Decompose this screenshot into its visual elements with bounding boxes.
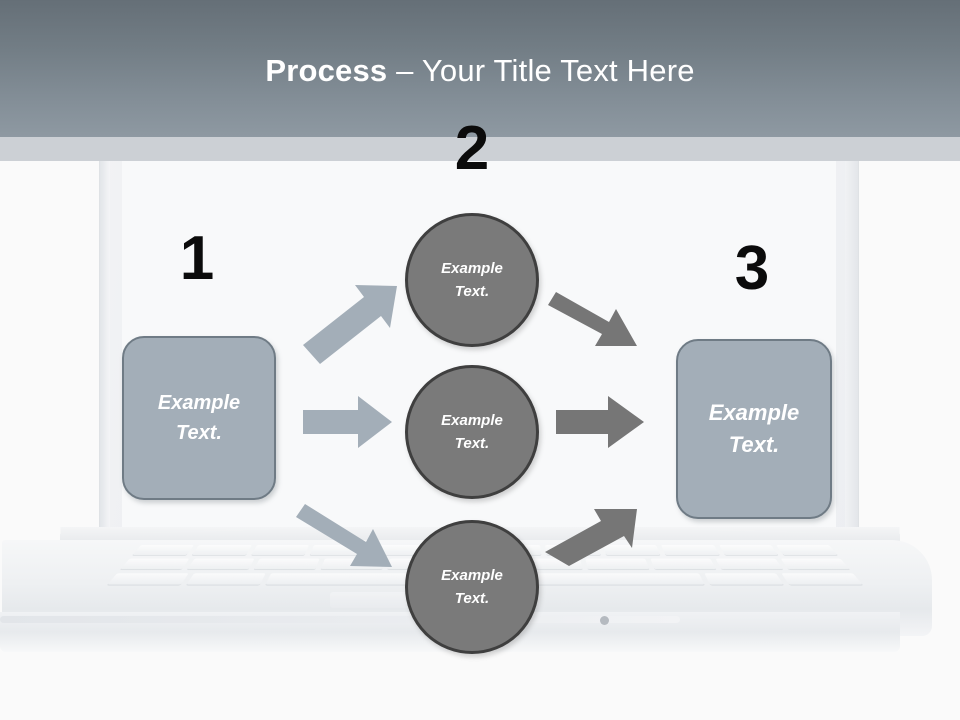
circle-middle-line2: Text. [454, 435, 490, 452]
end-box-line1: Example [708, 400, 800, 425]
laptop-lid-left-edge [100, 128, 110, 543]
start-box[interactable]: Example Text. [122, 336, 276, 500]
arrow-start-to-middle-icon [303, 396, 392, 448]
circle-bottom-line1: Example [441, 567, 503, 584]
header-band [0, 0, 960, 137]
arrow-middle-to-end-icon [556, 396, 644, 448]
arrow-bottom-to-end-icon [545, 509, 637, 566]
end-box-line2: Text. [728, 432, 780, 457]
end-box[interactable]: Example Text. [676, 339, 832, 519]
step-number-2: 2 [454, 114, 490, 183]
page-title-rest: – Your Title Text Here [387, 53, 695, 88]
arrow-start-to-top-icon [303, 285, 397, 364]
circle-node-bottom[interactable]: Example Text. [405, 520, 539, 654]
step-number-3: 3 [734, 234, 770, 303]
start-box-line2: Text. [176, 422, 222, 444]
circle-top-line2: Text. [454, 283, 490, 300]
circle-node-top[interactable]: Example Text. [405, 213, 539, 347]
laptop-lid-right-edge [845, 128, 858, 543]
circle-node-middle[interactable]: Example Text. [405, 365, 539, 499]
circle-top-line1: Example [441, 260, 503, 277]
circle-middle-line1: Example [441, 412, 503, 429]
subheader-band [0, 137, 960, 161]
start-box-line1: Example [157, 392, 241, 414]
arrow-start-to-bottom-icon [296, 504, 392, 567]
laptop-indicator-light-icon [600, 616, 609, 625]
arrow-top-to-end-icon [548, 292, 637, 346]
page-title: Process – Your Title Text Here [0, 52, 960, 90]
laptop-front-lip [0, 616, 680, 623]
circle-bottom-line2: Text. [454, 590, 490, 607]
step-number-1: 1 [179, 224, 215, 293]
page-title-bold: Process [265, 53, 388, 88]
